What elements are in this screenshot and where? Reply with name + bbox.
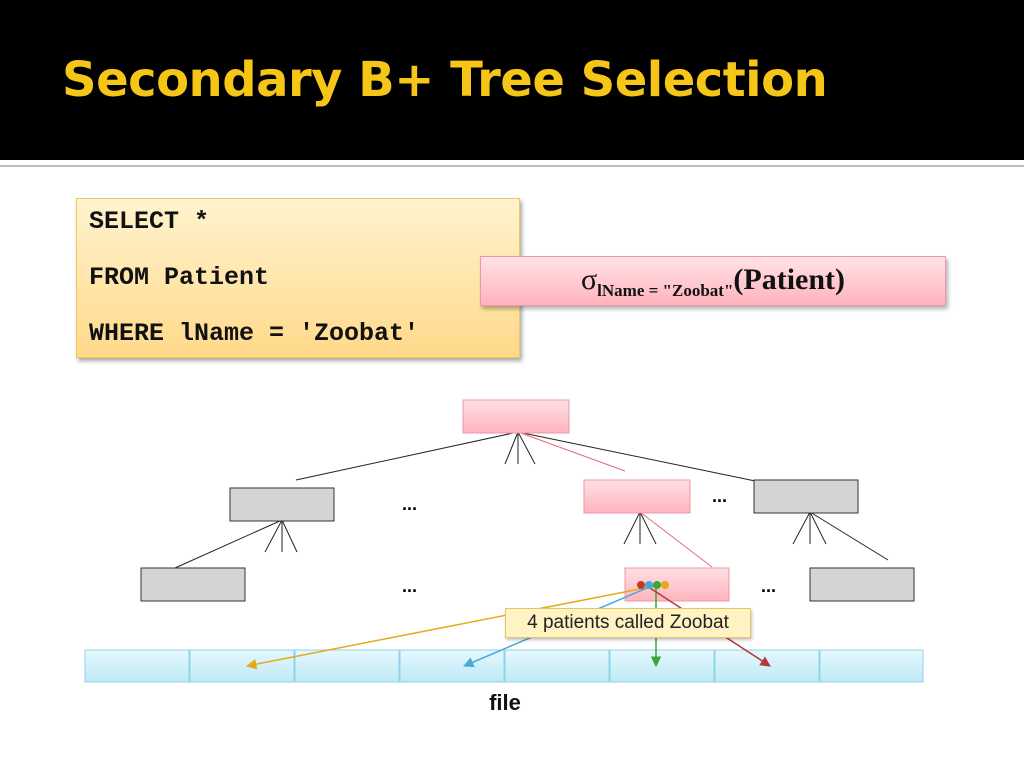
slide-title: Secondary B+ Tree Selection (62, 52, 828, 108)
sigma-symbol: σ (580, 263, 598, 296)
root-node (462, 399, 570, 434)
file-block-2 (189, 649, 295, 683)
sql-select-line: SELECT * (89, 207, 210, 236)
relational-algebra-box: σlName = "Zoobat"(Patient) (480, 256, 946, 306)
divider-white (0, 160, 1024, 164)
sql-from-line: FROM Patient (89, 263, 270, 292)
record-dot-2 (645, 581, 653, 589)
relation-name: (Patient) (733, 263, 846, 296)
file-block-4 (399, 649, 505, 683)
zoobat-callout: 4 patients called Zoobat (505, 608, 751, 638)
record-dot-3 (653, 581, 661, 589)
sql-query-box: SELECT * FROM Patient WHERE lName = 'Zoo… (76, 198, 520, 358)
ellipsis-leaf-2: ... (761, 576, 777, 596)
inner-node-middle (583, 479, 691, 514)
record-dot-1 (637, 581, 645, 589)
file-block-3 (294, 649, 400, 683)
file-label: file (489, 690, 521, 715)
inner-node-left (229, 487, 335, 522)
ellipsis-leaf-1: ... (402, 576, 418, 596)
sql-where-line: WHERE lName = 'Zoobat' (89, 319, 420, 348)
search-path (517, 431, 713, 568)
ellipsis-inner-1: ... (402, 494, 418, 514)
tree-edges (174, 431, 889, 569)
file-blocks (84, 649, 924, 683)
pointer-arrow-orange (245, 584, 661, 670)
inner-node-right (753, 479, 859, 514)
file-block-6 (609, 649, 715, 683)
divider-gray (0, 165, 1024, 167)
file-block-5 (504, 649, 610, 683)
record-dot-4 (661, 581, 669, 589)
file-block-1 (84, 649, 190, 683)
title-bar (0, 0, 1024, 160)
leaf-node-right (809, 567, 915, 602)
file-block-7 (714, 649, 820, 683)
leaf-node-left (140, 567, 246, 602)
ellipsis-inner-2: ... (712, 486, 728, 506)
file-block-8 (819, 649, 924, 683)
selection-predicate: lName = "Zoobat" (597, 281, 734, 300)
